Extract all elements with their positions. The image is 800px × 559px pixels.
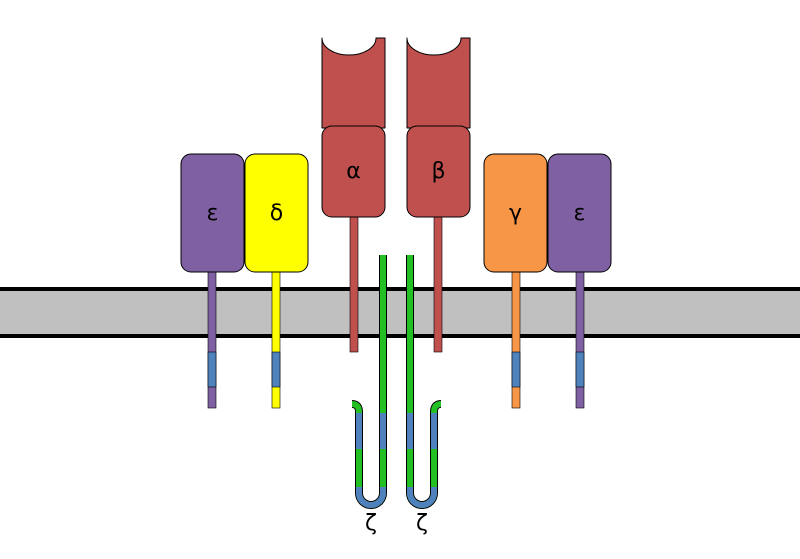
cd3-epsilon-right: ε: [547, 153, 612, 409]
delta-tail: [271, 271, 281, 409]
epsilon-right-itam: [575, 351, 585, 388]
alpha-tail: [349, 215, 359, 353]
zeta-left-itam-3: [356, 487, 386, 508]
epsilon-left-itam: [207, 351, 217, 388]
beta-label: β: [431, 159, 445, 184]
cd3-zeta-left: ζ: [351, 255, 387, 536]
cd3-epsilon-left: ε: [180, 153, 245, 409]
epsilon-left-label: ε: [207, 201, 219, 226]
delta-label: δ: [270, 201, 283, 226]
beta-variable-domain: [406, 37, 471, 129]
delta-domain: [244, 153, 309, 273]
alpha-label: α: [346, 159, 361, 184]
zeta-left-label: ζ: [365, 511, 377, 536]
cell-membrane: [0, 287, 800, 338]
zeta-right-itam-3: [407, 487, 437, 508]
gamma-itam: [511, 351, 521, 388]
zeta-right-label: ζ: [416, 511, 428, 536]
epsilon-left-domain: [180, 153, 245, 273]
tcr-alpha-chain: α: [321, 37, 386, 353]
beta-constant-domain: [406, 125, 471, 218]
gamma-tail: [511, 271, 521, 409]
membrane-band: [0, 289, 800, 336]
cd3-zeta-right: ζ: [406, 255, 442, 536]
epsilon-right-tail: [575, 271, 585, 409]
epsilon-right-label: ε: [574, 201, 586, 226]
beta-tail: [433, 215, 443, 353]
alpha-variable-domain: [321, 37, 386, 129]
cd3-delta: δ: [244, 153, 309, 409]
gamma-label: γ: [509, 201, 522, 226]
delta-itam: [271, 351, 281, 388]
gamma-domain: [483, 153, 548, 273]
alpha-constant-domain: [321, 125, 386, 218]
epsilon-left-tail: [207, 271, 217, 409]
epsilon-right-domain: [547, 153, 612, 273]
cd3-gamma: γ: [483, 153, 548, 409]
tcr-beta-chain: β: [406, 37, 471, 353]
